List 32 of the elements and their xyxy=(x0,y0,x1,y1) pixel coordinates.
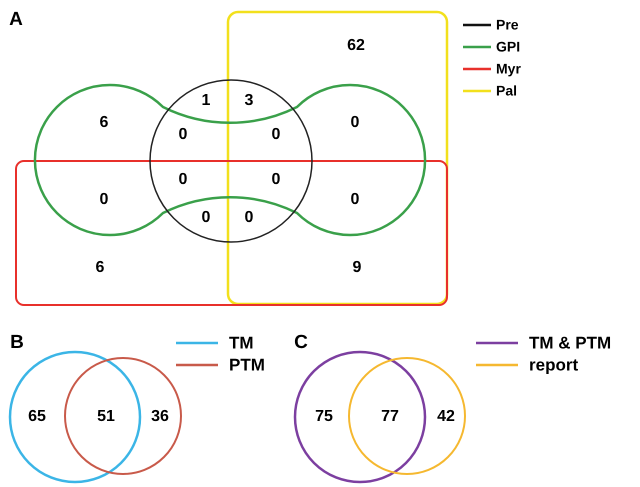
count-label: 36 xyxy=(151,407,169,427)
count-label: 0 xyxy=(100,190,108,210)
count-label: 0 xyxy=(244,208,254,228)
count-label: 77 xyxy=(381,407,399,427)
count-label: 1 xyxy=(202,91,210,111)
panel-letter: C xyxy=(294,330,308,355)
panel-letter: A xyxy=(9,8,23,32)
count-label: 51 xyxy=(97,407,115,427)
count-label: 0 xyxy=(272,170,280,190)
count-label: 3 xyxy=(244,91,254,111)
legend-label: TM & PTM xyxy=(529,332,612,354)
legend-label: TM xyxy=(229,332,254,354)
legend-label: Myr xyxy=(496,60,521,78)
count-label: 9 xyxy=(352,258,362,278)
panel-letter: B xyxy=(10,330,24,355)
count-label: 75 xyxy=(315,407,333,427)
count-label: 6 xyxy=(96,258,104,278)
count-label: 0 xyxy=(202,208,210,228)
count-label: 0 xyxy=(350,113,360,133)
count-label: 0 xyxy=(272,125,280,145)
legend-label: Pal xyxy=(496,82,518,100)
count-label: 0 xyxy=(178,125,188,145)
count-label: 62 xyxy=(347,36,365,56)
count-label: 0 xyxy=(178,170,188,190)
legend-label: report xyxy=(529,354,578,376)
legend-label: GPI xyxy=(496,38,520,56)
count-label: 0 xyxy=(350,190,360,210)
legend-label: PTM xyxy=(229,354,265,376)
count-label: 6 xyxy=(100,113,108,133)
legend-label: Pre xyxy=(496,16,519,34)
count-label: 42 xyxy=(437,407,455,427)
count-label: 65 xyxy=(28,407,46,427)
